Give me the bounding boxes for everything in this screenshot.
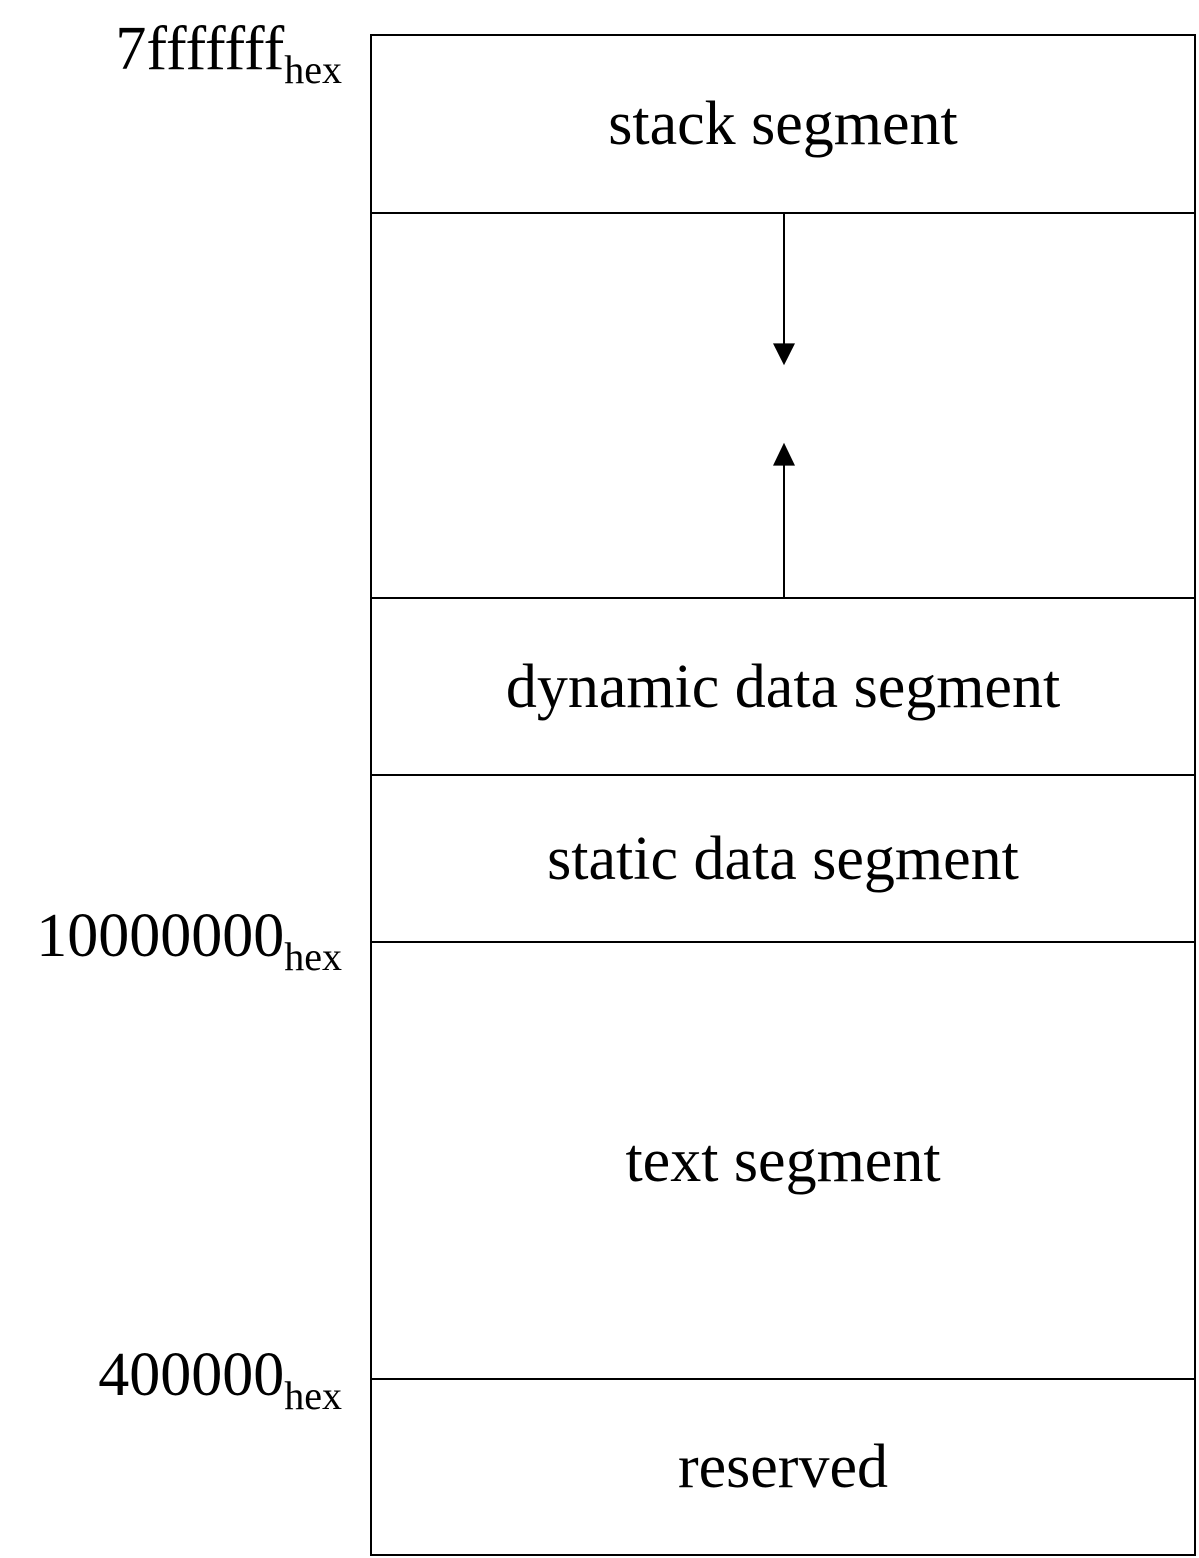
static-data-segment: static data segment <box>372 776 1194 943</box>
stack-segment-label: stack segment <box>608 90 958 158</box>
address-unit: hex <box>284 934 342 979</box>
reserved-segment-label: reserved <box>678 1433 888 1501</box>
dynamic-data-segment-label: dynamic data segment <box>505 652 1061 721</box>
static-data-segment-label: static data segment <box>547 824 1019 893</box>
address-label-data-base: 10000000hex <box>36 905 342 977</box>
reserved-segment: reserved <box>372 1380 1194 1554</box>
heap-growth-up-arrow <box>773 442 795 597</box>
address-unit: hex <box>284 1373 342 1418</box>
address-value: 400000 <box>98 1341 285 1409</box>
address-label-text-base: 400000hex <box>98 1344 342 1416</box>
address-value: 10000000 <box>36 902 285 970</box>
stack-segment: stack segment <box>372 36 1194 214</box>
text-segment: text segment <box>372 943 1194 1380</box>
text-segment-label: text segment <box>625 1126 941 1195</box>
address-unit: hex <box>284 47 342 92</box>
memory-box: stack segment dynamic data segment stati… <box>370 34 1196 1556</box>
address-value: 7fffffff <box>115 15 285 83</box>
address-label-top: 7fffffffhex <box>115 18 342 90</box>
free-space-region <box>372 214 1194 599</box>
stack-growth-down-arrow <box>773 214 795 366</box>
growth-arrows <box>773 214 795 597</box>
dynamic-data-segment: dynamic data segment <box>372 599 1194 776</box>
